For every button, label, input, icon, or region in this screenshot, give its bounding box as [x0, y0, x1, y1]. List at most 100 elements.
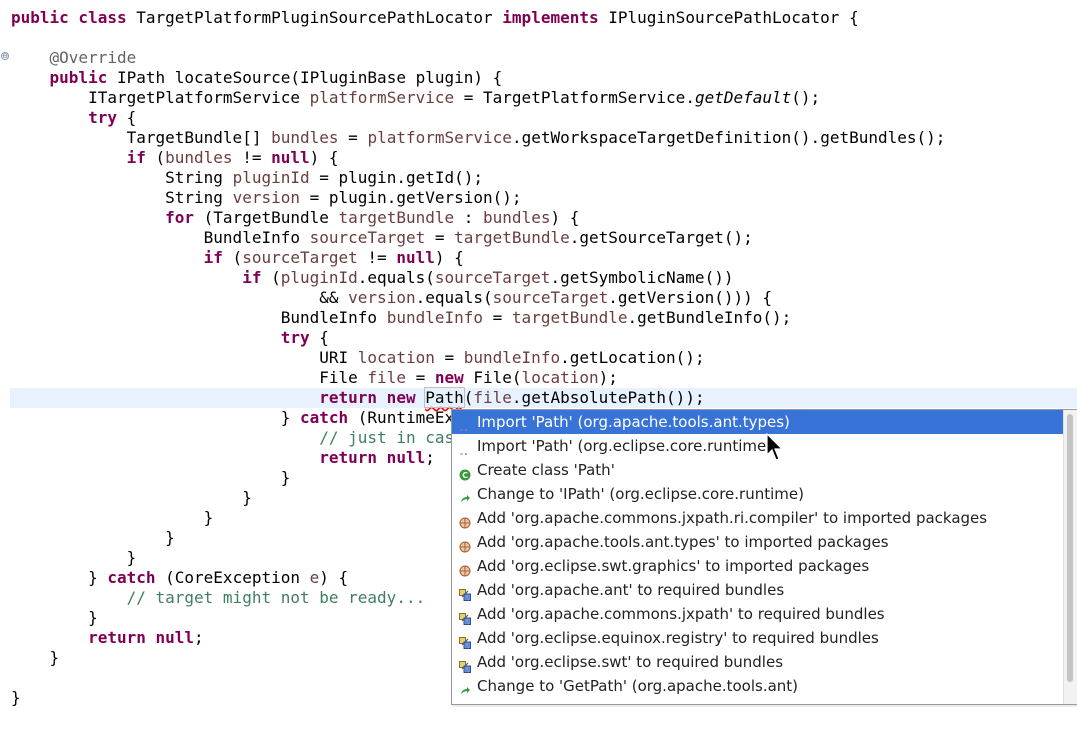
quick-fix-item[interactable]: Add 'org.eclipse.swt.graphics' to import…	[452, 554, 1064, 578]
code-line[interactable]: try {	[11, 328, 329, 348]
code-token: .getLocation();	[560, 348, 705, 367]
quick-fix-label: Change to 'IPath' (org.eclipse.core.runt…	[477, 485, 804, 503]
quick-fix-scrollbar[interactable]	[1063, 410, 1077, 704]
code-token: IPath locateSource(IPluginBase plugin) {	[116, 68, 503, 87]
code-token: bundleInfo	[386, 308, 484, 327]
code-token: public	[49, 68, 117, 87]
error-token: Path	[424, 387, 465, 408]
code-token	[11, 448, 319, 467]
code-line[interactable]: && version.equals(sourceTarget.getVersio…	[11, 288, 772, 308]
code-token: String	[11, 168, 233, 187]
bundle-icon	[459, 584, 471, 601]
code-line[interactable]: }	[11, 528, 175, 548]
code-token: (CoreException	[155, 568, 310, 587]
code-token: File	[11, 368, 368, 387]
code-token: platformService	[367, 128, 512, 147]
code-line[interactable]: ITargetPlatformService platformService =…	[11, 88, 820, 108]
code-token: for	[165, 208, 195, 227]
code-token: try	[88, 108, 117, 127]
code-token	[11, 208, 165, 227]
code-line[interactable]: BundleInfo sourceTarget = targetBundle.g…	[11, 228, 753, 248]
code-line[interactable]: for (TargetBundle targetBundle : bundles…	[11, 208, 579, 228]
code-line[interactable]: }	[11, 508, 214, 528]
quick-fix-item[interactable]: Add 'org.apache.commons.jxpath.ri.compil…	[452, 506, 1064, 530]
code-token	[11, 108, 88, 127]
code-token: public class	[11, 8, 137, 27]
quick-fix-item[interactable]: Import 'Path' (org.apache.tools.ant.type…	[452, 410, 1064, 434]
code-line[interactable]: String pluginId = plugin.getId();	[11, 168, 483, 188]
code-token: targetBundle	[338, 208, 455, 227]
quick-fix-item[interactable]: Import 'Path' (org.eclipse.core.runtime)	[452, 434, 1064, 458]
code-line[interactable]: return null;	[11, 448, 435, 468]
code-token: (	[222, 248, 243, 267]
scrollbar-thumb[interactable]	[1067, 414, 1073, 682]
code-token	[11, 428, 319, 447]
code-token: return new	[319, 388, 426, 407]
quick-fix-item[interactable]: Add 'org.eclipse.equinox.registry' to re…	[452, 626, 1064, 650]
quick-fix-item[interactable]: Change to 'GetPath' (org.apache.tools.an…	[452, 674, 1064, 695]
code-token: return null	[88, 628, 195, 647]
quick-fix-item[interactable]: Change to 'IPath' (org.eclipse.core.runt…	[452, 482, 1064, 506]
code-line[interactable]: URI location = bundleInfo.getLocation();	[11, 348, 705, 368]
code-line[interactable]: BundleInfo bundleInfo = targetBundle.get…	[11, 308, 792, 328]
code-token: &&	[11, 288, 349, 307]
code-line[interactable]: try {	[11, 108, 136, 128]
code-line[interactable]: }	[11, 688, 21, 708]
code-line[interactable]: }	[11, 488, 252, 508]
code-token: }	[11, 688, 21, 707]
code-token: URI	[11, 348, 358, 367]
code-token: }	[11, 528, 175, 547]
mouse-pointer-icon	[766, 433, 784, 461]
code-token: }	[11, 548, 137, 567]
quick-fix-item[interactable]: Add 'org.eclipse.swt' to required bundle…	[452, 650, 1064, 674]
change-icon	[459, 680, 471, 694]
quick-fix-popup[interactable]: Import 'Path' (org.apache.tools.ant.type…	[451, 409, 1077, 705]
code-token: !=	[232, 148, 272, 167]
code-line[interactable]: } catch (CoreException e) {	[11, 568, 348, 588]
code-line[interactable]: File file = new File(location);	[11, 368, 618, 388]
code-line[interactable]: }	[11, 548, 137, 568]
quick-fix-item[interactable]: Add 'org.apache.commons.jxpath' to requi…	[452, 602, 1064, 626]
code-line[interactable]: if (bundles != null) {	[11, 148, 339, 168]
code-line[interactable]: public class TargetPlatformPluginSourceP…	[11, 8, 859, 28]
bundle-icon	[459, 656, 471, 673]
code-token: null	[396, 248, 435, 267]
code-token: ) {	[550, 208, 580, 227]
code-token: ITargetPlatformService	[11, 88, 310, 107]
quick-fix-label: Add 'org.apache.ant' to required bundles	[477, 581, 785, 599]
package-icon	[459, 512, 471, 529]
code-line[interactable]: }	[11, 648, 60, 668]
bundle-icon	[459, 608, 471, 625]
code-line[interactable]: // just in case	[11, 428, 464, 448]
code-token: // just in case	[319, 428, 464, 447]
code-line[interactable]: }	[11, 468, 291, 488]
code-token: BundleInfo	[11, 308, 387, 327]
quick-fix-list[interactable]: Import 'Path' (org.apache.tools.ant.type…	[452, 410, 1064, 704]
code-line[interactable]: if (sourceTarget != null) {	[11, 248, 464, 268]
code-token: .getSourceTarget();	[569, 228, 753, 247]
code-line[interactable]: }	[11, 608, 98, 628]
code-token: file	[473, 388, 512, 407]
code-line[interactable]: return new Path(file.getAbsolutePath());	[11, 387, 705, 408]
code-token: try	[280, 328, 310, 347]
code-token: = plugin.getVersion();	[300, 188, 522, 207]
code-line[interactable]: @Override	[11, 48, 137, 68]
code-line[interactable]: // target might not be ready...	[11, 588, 426, 608]
code-line[interactable]: public IPath locateSource(IPluginBase pl…	[11, 68, 503, 88]
quick-fix-item[interactable]: Add 'org.apache.tools.ant.types' to impo…	[452, 530, 1064, 554]
fold-collapse-icon[interactable]: ⊖	[1, 52, 9, 60]
code-line[interactable]: if (pluginId.equals(sourceTarget.getSymb…	[11, 268, 733, 288]
code-token: }	[11, 468, 291, 487]
code-token: .getSymbolicName())	[550, 268, 734, 287]
code-token: {	[116, 108, 137, 127]
code-line[interactable]: TargetBundle[] bundles = platformService…	[11, 128, 946, 148]
code-token: =	[425, 228, 455, 247]
code-line[interactable]: String version = plugin.getVersion();	[11, 188, 522, 208]
change-icon	[459, 488, 471, 502]
code-token: ) {	[434, 248, 464, 267]
code-token: =	[434, 348, 464, 367]
code-token: version	[232, 188, 300, 207]
quick-fix-item[interactable]: Add 'org.apache.ant' to required bundles	[452, 578, 1064, 602]
code-line[interactable]: return null;	[11, 628, 204, 648]
